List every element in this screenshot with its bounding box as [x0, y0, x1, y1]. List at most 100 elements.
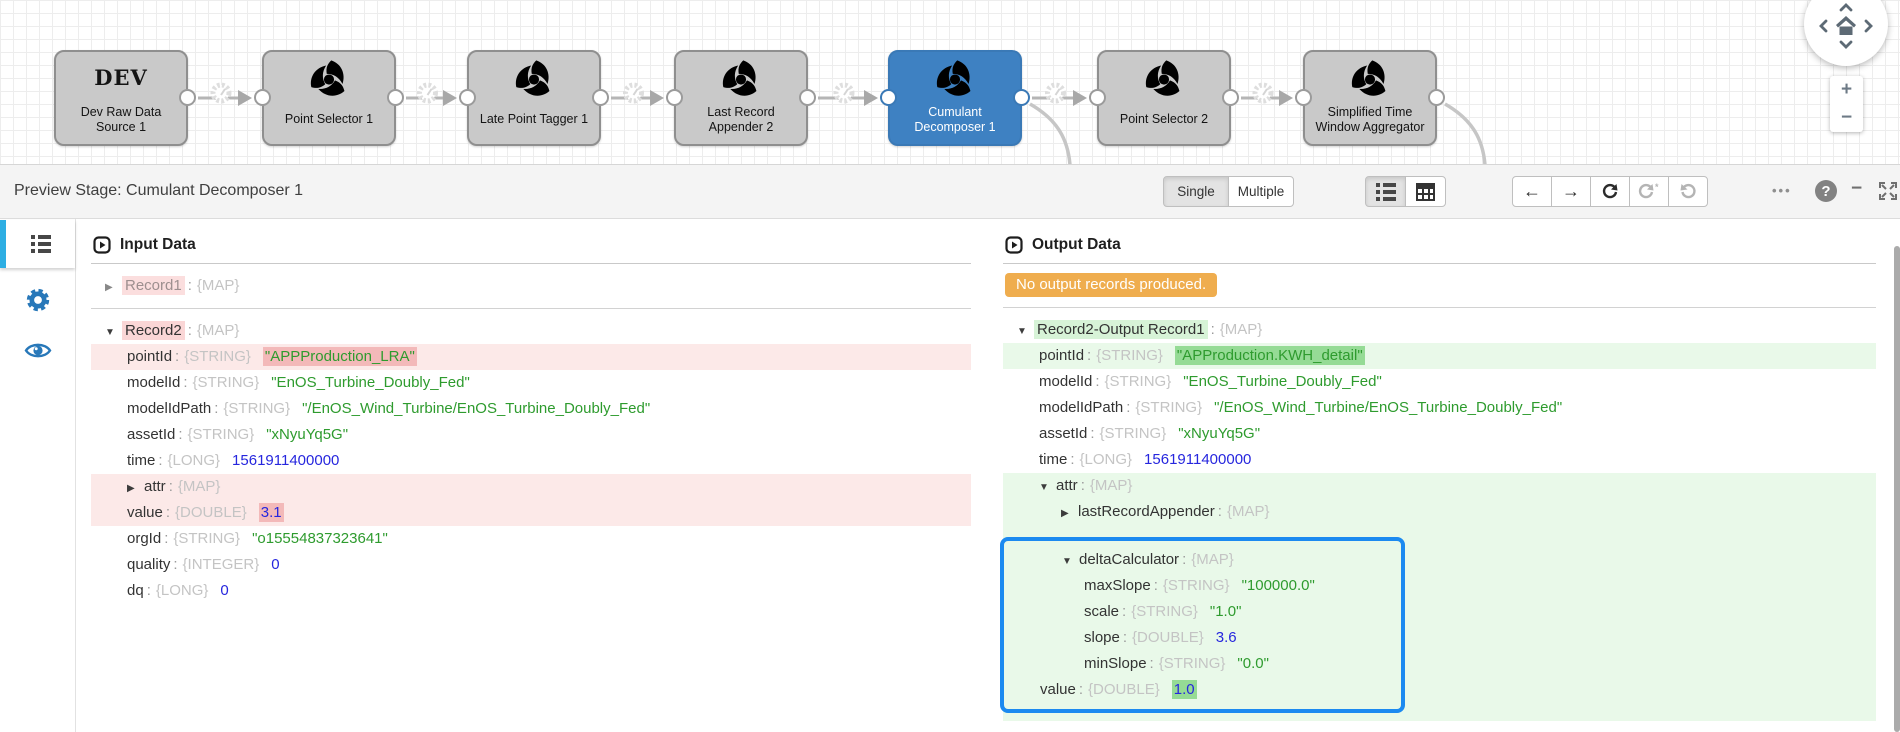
collapse-arrow-icon[interactable]: ▼ — [1039, 481, 1049, 493]
minimize-panel-icon[interactable]: − — [1851, 178, 1863, 199]
zoom-in-button[interactable]: + — [1840, 79, 1853, 100]
tree-row-pointid[interactable]: pointId:{STRING}"APPProduction_LRA" — [91, 344, 971, 370]
field-type: {LONG} — [1079, 451, 1133, 468]
pan-left-icon[interactable] — [1816, 19, 1830, 33]
tree-row-record2[interactable]: ▼Record2:{MAP} — [91, 318, 971, 344]
tree-row-minslope[interactable]: minSlope:{STRING}"0.0" — [1004, 651, 1401, 677]
input-port[interactable] — [254, 89, 271, 106]
vertical-scrollbar[interactable] — [1894, 246, 1900, 732]
field-separator: : — [175, 348, 180, 365]
dev-origin-label: DEV — [94, 65, 148, 90]
tree-row-record2-output-record1[interactable]: ▼Record2-Output Record1:{MAP} — [1003, 317, 1876, 343]
collapse-arrow-icon[interactable]: ▼ — [1017, 325, 1027, 337]
collapse-arrow-icon[interactable]: ▼ — [1062, 555, 1072, 567]
multiple-mode-button[interactable]: Multiple — [1228, 176, 1294, 207]
collapse-arrow-icon[interactable]: ▼ — [105, 326, 115, 338]
list-view-button[interactable] — [1365, 176, 1406, 207]
output-port[interactable] — [179, 89, 196, 106]
input-port[interactable] — [1295, 89, 1312, 106]
link-metrics-gauge-icon[interactable] — [623, 82, 644, 104]
more-options-icon[interactable]: ••• — [1772, 183, 1792, 198]
canvas-pan-control[interactable] — [1804, 0, 1888, 66]
canvas-zoom-control[interactable]: + − — [1830, 76, 1863, 132]
pipeline-node-point-selector-1[interactable]: Point Selector 1 — [254, 50, 404, 146]
help-icon[interactable]: ? — [1815, 180, 1837, 202]
expand-panel-icon[interactable] — [1879, 182, 1899, 205]
sidebar-item-records[interactable] — [0, 220, 75, 268]
field-separator: : — [1122, 603, 1127, 620]
field-value: "xNyuYq5G" — [1178, 425, 1261, 442]
tree-row-dq[interactable]: dq:{LONG}0 — [91, 578, 971, 604]
output-port[interactable] — [799, 89, 816, 106]
tree-row-slope[interactable]: slope:{DOUBLE}3.6 — [1004, 625, 1401, 651]
field-type: {DOUBLE} — [1088, 681, 1160, 698]
expand-arrow-icon[interactable]: ▶ — [105, 281, 113, 293]
expand-arrow-icon[interactable]: ▶ — [127, 482, 135, 494]
output-port[interactable] — [592, 89, 609, 106]
preview-stage-title: Preview Stage: Cumulant Decomposer 1 — [14, 182, 304, 199]
link-metrics-gauge-icon[interactable] — [1045, 82, 1066, 104]
tree-row-assetid[interactable]: assetId:{STRING}"xNyuYq5G" — [1003, 421, 1876, 447]
record-section: ▼Record2-Output Record1:{MAP}pointId:{ST… — [1000, 308, 1876, 730]
tree-row-time[interactable]: time:{LONG}1561911400000 — [91, 448, 971, 474]
tree-row-orgid[interactable]: orgId:{STRING}"o15554837323641" — [91, 526, 971, 552]
single-mode-button[interactable]: Single — [1163, 176, 1229, 207]
output-port[interactable] — [1222, 89, 1239, 106]
input-port[interactable] — [459, 89, 476, 106]
field-separator: : — [1210, 321, 1215, 338]
tree-row-attr[interactable]: ▼attr:{MAP} — [1003, 473, 1876, 499]
tree-row-lastrecordappender[interactable]: ▶lastRecordAppender:{MAP} — [1003, 499, 1876, 525]
zoom-out-button[interactable]: − — [1840, 107, 1853, 128]
home-icon[interactable] — [1835, 16, 1857, 35]
tree-row-value[interactable]: value:{DOUBLE}1.0 — [1004, 677, 1401, 703]
output-port[interactable] — [1013, 89, 1030, 106]
next-stage-button[interactable]: → — [1551, 176, 1591, 207]
input-port[interactable] — [1089, 89, 1106, 106]
table-view-button[interactable] — [1405, 176, 1446, 207]
link-metrics-gauge-icon[interactable] — [1252, 82, 1274, 104]
expand-arrow-icon[interactable]: ▶ — [1061, 507, 1069, 519]
pan-right-icon[interactable] — [1862, 19, 1876, 33]
field-separator: : — [1095, 373, 1100, 390]
pipeline-node-late-point-tagger-1[interactable]: Late Point Tagger 1 — [459, 50, 609, 146]
link-metrics-gauge-icon[interactable] — [210, 82, 232, 104]
link-metrics-gauge-icon[interactable] — [833, 82, 855, 104]
tree-row-time[interactable]: time:{LONG}1561911400000 — [1003, 447, 1876, 473]
arrow-right-icon: → — [1562, 181, 1580, 201]
tree-row-assetid[interactable]: assetId:{STRING}"xNyuYq5G" — [91, 422, 971, 448]
sidebar-item-watch[interactable] — [0, 328, 75, 372]
refresh-with-changes-button[interactable]: * — [1629, 176, 1669, 207]
tree-row-modelidpath[interactable]: modelIdPath:{STRING}"/EnOS_Wind_Turbine/… — [1003, 395, 1876, 421]
tree-row-quality[interactable]: quality:{INTEGER}0 — [91, 552, 971, 578]
tree-row-scale[interactable]: scale:{STRING}"1.0" — [1004, 599, 1401, 625]
pan-up-icon[interactable] — [1839, 0, 1853, 14]
tree-row-deltacalculator[interactable]: ▼deltaCalculator:{MAP} — [1004, 547, 1401, 573]
sidebar-item-stage-config[interactable] — [0, 278, 75, 322]
tree-row-modelid[interactable]: modelId:{STRING}"EnOS_Turbine_Doubly_Fed… — [91, 370, 971, 396]
tree-row-pointid[interactable]: pointId:{STRING}"APProduction.KWH_detail… — [1003, 343, 1876, 369]
rerun-preview-button[interactable] — [1590, 176, 1630, 207]
tree-row-record1[interactable]: ▶Record1:{MAP} — [91, 273, 971, 299]
node-label: Point Selector 1 — [284, 112, 374, 127]
pipeline-node-point-selector-2[interactable]: Point Selector 2 — [1089, 50, 1239, 146]
revert-changes-button[interactable] — [1668, 176, 1708, 207]
output-port[interactable] — [387, 89, 404, 106]
tree-row-modelid[interactable]: modelId:{STRING}"EnOS_Turbine_Doubly_Fed… — [1003, 369, 1876, 395]
previous-stage-button[interactable]: ← — [1512, 176, 1552, 207]
tree-row-modelidpath[interactable]: modelIdPath:{STRING}"/EnOS_Wind_Turbine/… — [91, 396, 971, 422]
pan-down-icon[interactable] — [1839, 38, 1853, 52]
tree-row-maxslope[interactable]: maxSlope:{STRING}"100000.0" — [1004, 573, 1401, 599]
link-metrics-gauge-icon[interactable] — [417, 82, 438, 104]
tree-row-attr[interactable]: ▶attr:{MAP} — [91, 474, 971, 500]
input-port[interactable] — [666, 89, 683, 106]
input-port[interactable] — [880, 89, 897, 106]
link-arrowhead-icon — [1279, 90, 1293, 106]
tree-row-value[interactable]: value:{DOUBLE}3.1 — [91, 500, 971, 526]
output-port[interactable] — [1428, 89, 1445, 106]
input-data-icon — [93, 236, 111, 254]
